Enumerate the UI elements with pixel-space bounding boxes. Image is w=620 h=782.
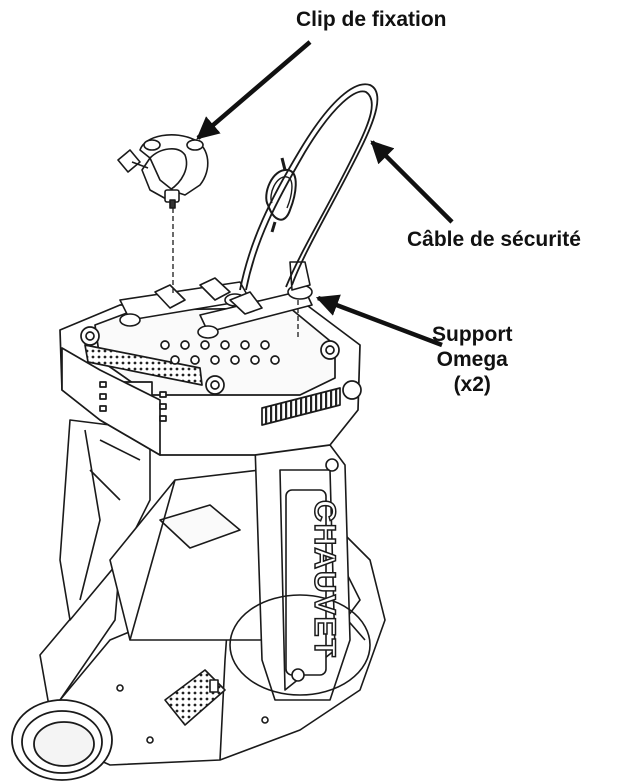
yoke-right-arm	[229, 444, 371, 701]
brand-logo: CHAUVET	[308, 500, 341, 659]
omega-bracket-left	[119, 277, 251, 327]
lens	[11, 699, 113, 781]
mounting-clamp	[117, 134, 209, 209]
label-omega-support: Support Omega (x2)	[432, 322, 512, 397]
arrow-support	[315, 294, 443, 348]
label-support-line1: Support	[432, 323, 513, 346]
top-housing	[59, 299, 362, 456]
label-safety-cable: Câble de sécurité	[407, 228, 581, 251]
omega-bracket-right	[197, 261, 313, 339]
safety-cable	[239, 83, 379, 291]
arrow-clip	[196, 40, 312, 140]
label-clip: Clip de fixation	[296, 8, 447, 31]
label-support-line2: Omega	[436, 348, 508, 371]
arrow-cable	[370, 140, 454, 224]
label-support-line3: (x2)	[453, 373, 491, 396]
